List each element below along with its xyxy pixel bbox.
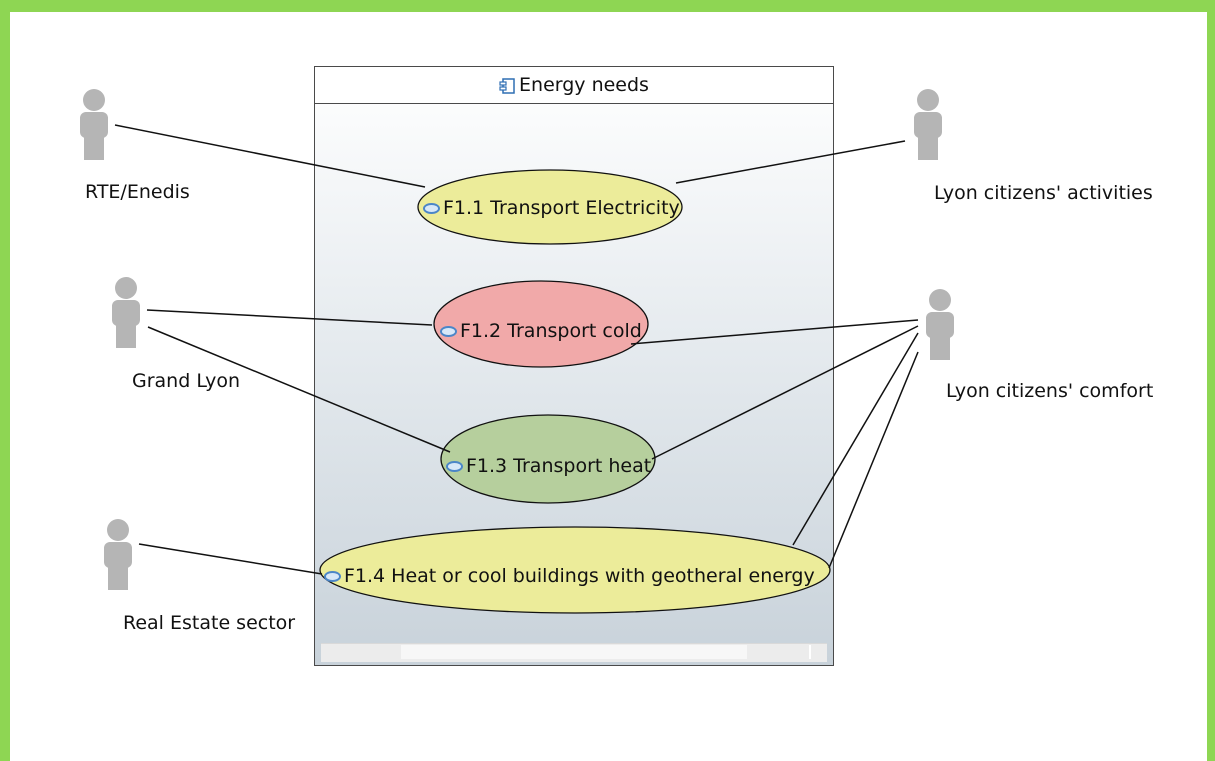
actor-activities-label: Lyon citizens' activities	[934, 182, 1153, 204]
association-comfort-f1-2[interactable]	[630, 319, 919, 345]
usecase-f1-3[interactable]: F1.3 Transport heat	[446, 455, 651, 477]
association-rte-f1-1[interactable]	[114, 124, 426, 188]
scrollbar-end-marker	[809, 645, 811, 659]
usecase-icon	[423, 202, 440, 214]
actor-icon[interactable]	[110, 276, 142, 348]
usecase-label: F1.4 Heat or cool buildings with geother…	[344, 565, 815, 587]
scrollbar-thumb[interactable]	[401, 645, 747, 659]
actor-icon[interactable]	[912, 88, 944, 160]
usecase-icon	[440, 325, 457, 337]
usecase-icon	[446, 460, 463, 472]
window-border-top	[0, 0, 1215, 12]
usecase-label: F1.1 Transport Electricity	[443, 197, 680, 219]
actor-real-estate-label: Real Estate sector	[123, 612, 296, 634]
usecase-f1-1[interactable]: F1.1 Transport Electricity	[423, 197, 680, 219]
actor-rte-label: RTE/Enedis	[85, 181, 190, 203]
window-border-left	[0, 0, 10, 761]
actor-icon[interactable]	[924, 288, 956, 360]
actor-icon[interactable]	[102, 518, 134, 590]
usecase-label: F1.2 Transport cold	[460, 320, 642, 342]
association-comfort-f1-4a[interactable]	[792, 332, 919, 546]
usecase-label: F1.3 Transport heat	[466, 455, 652, 477]
system-title: Energy needs	[519, 74, 649, 96]
window-border-right	[1207, 0, 1215, 761]
component-icon	[499, 77, 515, 94]
usecase-ellipse-f1-4[interactable]	[319, 526, 831, 614]
association-grand-f1-2[interactable]	[146, 309, 433, 326]
usecase-ellipse-f1-1[interactable]	[417, 169, 683, 245]
association-grand-f1-3[interactable]	[147, 326, 451, 453]
usecase-f1-2[interactable]: F1.2 Transport cold	[440, 320, 642, 342]
usecase-f1-4[interactable]: F1.4 Heat or cool buildings with geother…	[324, 565, 815, 587]
association-comfort-f1-3[interactable]	[651, 325, 919, 460]
usecase-ellipse-f1-3[interactable]	[440, 414, 656, 504]
usecase-icon	[324, 570, 341, 582]
usecase-ellipse-f1-2[interactable]	[433, 280, 649, 368]
association-comfort-f1-4b[interactable]	[828, 351, 919, 569]
system-header: Energy needs	[315, 67, 833, 104]
actor-grand-lyon-label: Grand Lyon	[132, 370, 241, 392]
actor-comfort-label: Lyon citizens' comfort	[946, 380, 1154, 402]
association-realestate-f1-4[interactable]	[138, 543, 323, 575]
association-activities-f1-1[interactable]	[675, 140, 906, 184]
actor-icon[interactable]	[78, 88, 110, 160]
